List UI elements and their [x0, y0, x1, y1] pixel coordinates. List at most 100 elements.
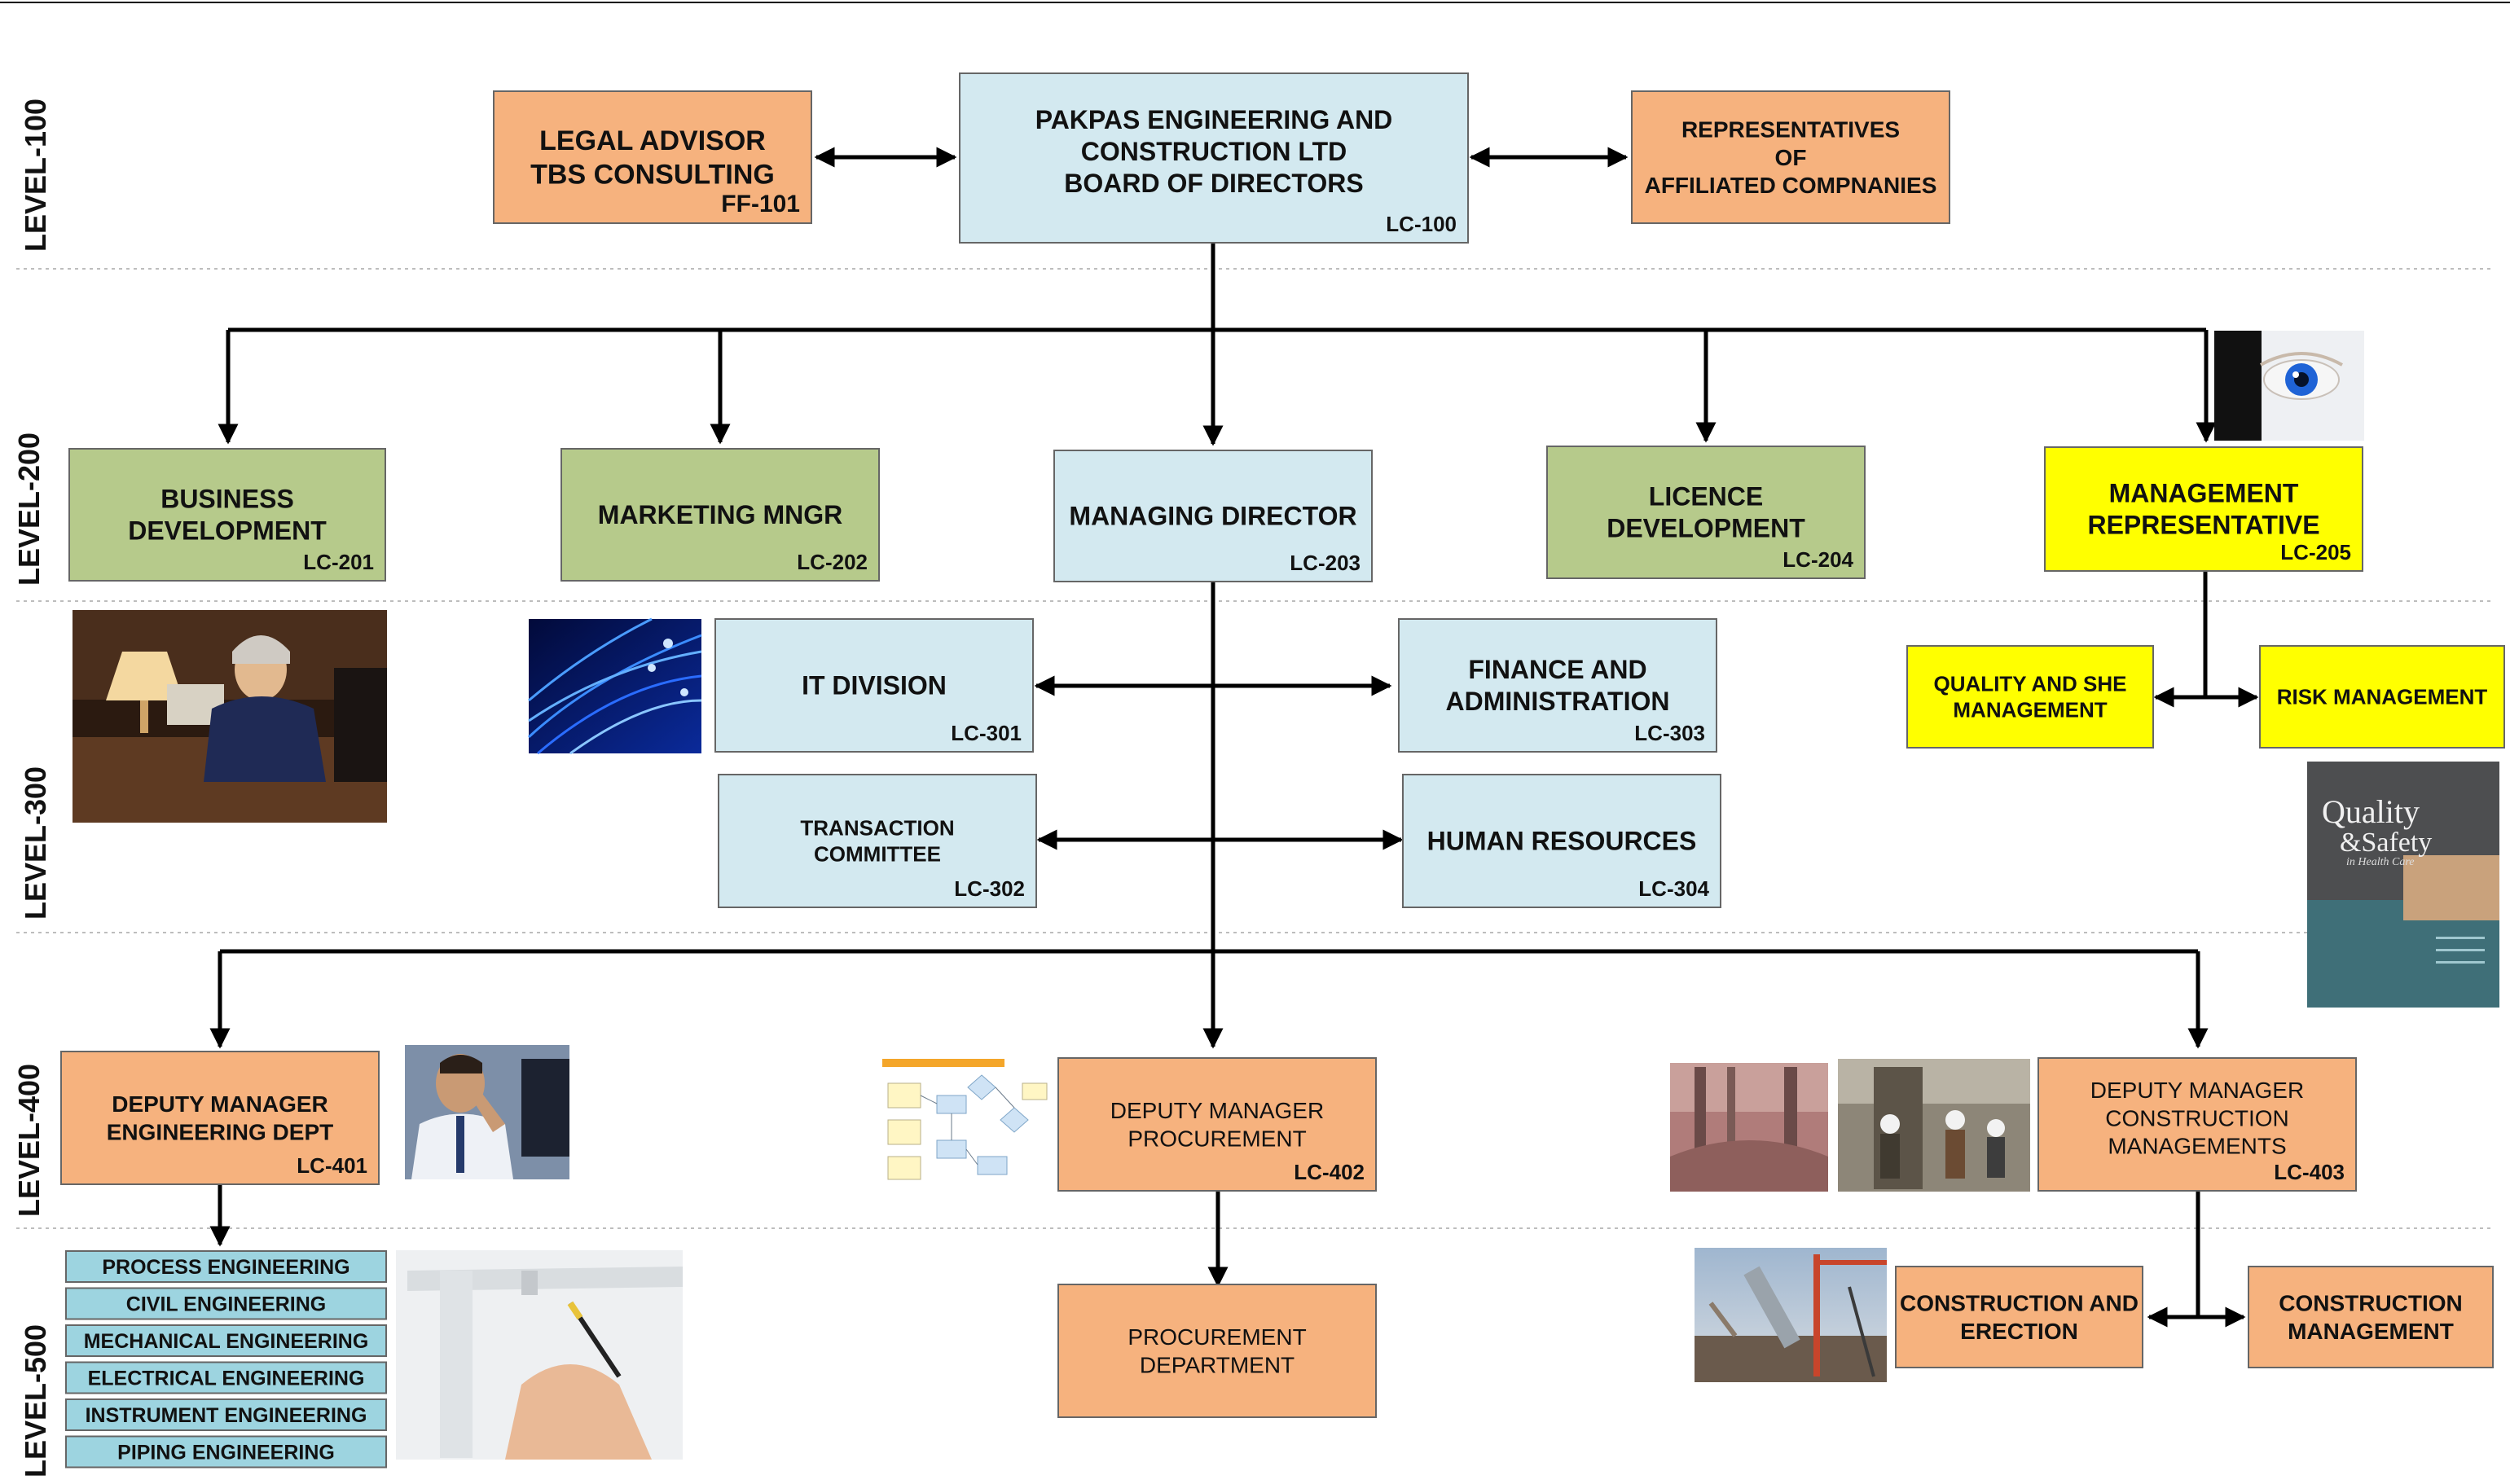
engineering-list-item-label: INSTRUMENT ENGINEERING	[86, 1404, 367, 1427]
engineering-list-item: PIPING ENGINEERING	[65, 1435, 387, 1469]
engineering-list-item-shape	[65, 1435, 387, 1469]
box-consErect: CONSTRUCTION AND ERECTION	[1895, 1266, 2143, 1368]
box-md-code: LC-203	[1290, 551, 1360, 575]
level-label-200: LEVEL-200	[12, 432, 46, 586]
box-procdept-line: PROCUREMENT	[1128, 1324, 1306, 1350]
engineering-list-item-shape	[65, 1287, 387, 1320]
connectors	[209, 147, 2259, 1328]
engineer-photo	[405, 1045, 569, 1179]
fiber-optic-photo	[527, 617, 702, 755]
engineering-list-item-label: PIPING ENGINEERING	[117, 1442, 335, 1464]
box-finance-code: LC-303	[1634, 721, 1705, 745]
box-marketing-code: LC-202	[797, 550, 868, 574]
box-board-line: PAKPAS ENGINEERING AND	[1035, 105, 1393, 134]
level-label-500: LEVEL-500	[19, 1324, 52, 1477]
engineering-list-item-label: PROCESS ENGINEERING	[102, 1256, 349, 1279]
box-licence: LICENCE DEVELOPMENT LC-204	[1546, 446, 1866, 579]
box-depcons-shape	[2037, 1057, 2357, 1192]
box-md-line: MANAGING DIRECTOR	[1069, 502, 1356, 531]
engineering-list-item-label: CIVIL ENGINEERING	[126, 1293, 326, 1316]
box-depeng-line: DEPUTY MANAGER	[112, 1091, 328, 1117]
box-hr-line: HUMAN RESOURCES	[1427, 827, 1697, 856]
box-bizdev-line: BUSINESS	[160, 485, 294, 514]
box-procdept-shape	[1057, 1284, 1377, 1418]
box-reps-shape	[1631, 90, 1950, 224]
box-consMgmt-line: MANAGEMENT	[2288, 1319, 2454, 1344]
box-board-shape	[959, 72, 1469, 244]
box-depproc-line: DEPUTY MANAGER	[1110, 1098, 1324, 1123]
box-transaction-line: TRANSACTION	[800, 816, 954, 841]
box-md-shape	[1053, 450, 1373, 582]
engineering-list-item: MECHANICAL ENGINEERING	[65, 1324, 387, 1357]
box-reps-line: OF	[1775, 145, 1807, 170]
book-title-line2: &Safety	[2340, 828, 2432, 858]
level-label-100: LEVEL-100	[19, 99, 52, 252]
box-board-code: LC-100	[1386, 212, 1457, 236]
box-procdept-line: DEPARTMENT	[1140, 1352, 1295, 1377]
box-marketing-line: MARKETING MNGR	[598, 500, 842, 529]
box-depeng-code: LC-401	[297, 1153, 367, 1178]
box-risk-line: RISK MANAGEMENT	[2277, 685, 2488, 709]
box-it-line: IT DIVISION	[802, 671, 947, 700]
box-risk: RISK MANAGEMENT	[2259, 645, 2505, 749]
book-cover-photo: Quality &Safety in Health Care	[2307, 762, 2499, 1008]
box-mgmtrep-line: REPRESENTATIVE	[2087, 511, 2319, 540]
box-consErect-shape	[1895, 1266, 2143, 1368]
box-risk-shape	[2259, 645, 2505, 749]
box-licence-shape	[1546, 446, 1866, 579]
box-consMgmt-line: CONSTRUCTION	[2279, 1291, 2463, 1316]
engineering-list: PROCESS ENGINEERING CIVIL ENGINEERING MECH…	[65, 1250, 387, 1469]
box-transaction-shape	[718, 774, 1037, 908]
box-finance-shape	[1398, 618, 1717, 753]
box-depeng-shape	[60, 1051, 380, 1185]
construction-workers-photo	[1838, 1059, 2030, 1192]
box-it-shape	[714, 618, 1034, 753]
engineering-list-item-label: ELECTRICAL ENGINEERING	[88, 1368, 365, 1390]
engineering-list-item-shape	[65, 1250, 387, 1283]
engineering-list-item-shape	[65, 1398, 387, 1431]
box-depeng-line: ENGINEERING DEPT	[107, 1119, 333, 1144]
level-label-300: LEVEL-300	[19, 766, 52, 920]
box-depcons-line: DEPUTY MANAGER	[2090, 1078, 2304, 1103]
box-consMgmt: CONSTRUCTION MANAGEMENT	[2248, 1266, 2494, 1368]
box-reps-line: AFFILIATED COMPNANIES	[1645, 173, 1937, 198]
flowchart-photo	[877, 1056, 1052, 1188]
box-board-line: CONSTRUCTION LTD	[1081, 137, 1347, 166]
drafting-photo	[396, 1250, 683, 1460]
engineering-list-item-shape	[65, 1361, 387, 1394]
engineering-list-item-shape	[65, 1324, 387, 1357]
box-consErect-line: CONSTRUCTION AND	[1900, 1291, 2139, 1316]
box-reps-line: REPRESENTATIVES	[1681, 117, 1900, 143]
box-licence-code: LC-204	[1782, 547, 1853, 572]
box-depcons-code: LC-403	[2274, 1160, 2345, 1184]
box-depproc-code: LC-402	[1294, 1160, 1365, 1184]
box-depcons-line: CONSTRUCTION	[2105, 1105, 2289, 1131]
level-separators	[16, 268, 2493, 1229]
level-label-400: LEVEL-400	[12, 1064, 46, 1217]
box-consErect-line: ERECTION	[1960, 1319, 2078, 1344]
box-mgmtrep-shape	[2044, 446, 2363, 572]
box-bizdev-shape	[68, 448, 386, 582]
box-hr-shape	[1402, 774, 1721, 908]
box-licence-line: LICENCE	[1649, 482, 1763, 511]
box-legal-line: TBS CONSULTING	[530, 160, 775, 191]
box-legal-shape	[493, 90, 812, 224]
level-labels: LEVEL-100 LEVEL-200 LEVEL-300 LEVEL-400 …	[12, 99, 52, 1477]
engineering-list-item-label: MECHANICAL ENGINEERING	[84, 1330, 369, 1353]
box-quality-line: MANAGEMENT	[1953, 697, 2107, 722]
box-licence-line: DEVELOPMENT	[1607, 514, 1805, 543]
box-finance-line: ADMINISTRATION	[1446, 687, 1670, 716]
box-legal-line: LEGAL ADVISOR	[539, 125, 766, 156]
box-marketing: MARKETING MNGR LC-202	[560, 448, 880, 582]
box-quality-line: QUALITY AND SHE	[1934, 672, 2127, 696]
box-bizdev-line: DEVELOPMENT	[128, 516, 327, 546]
